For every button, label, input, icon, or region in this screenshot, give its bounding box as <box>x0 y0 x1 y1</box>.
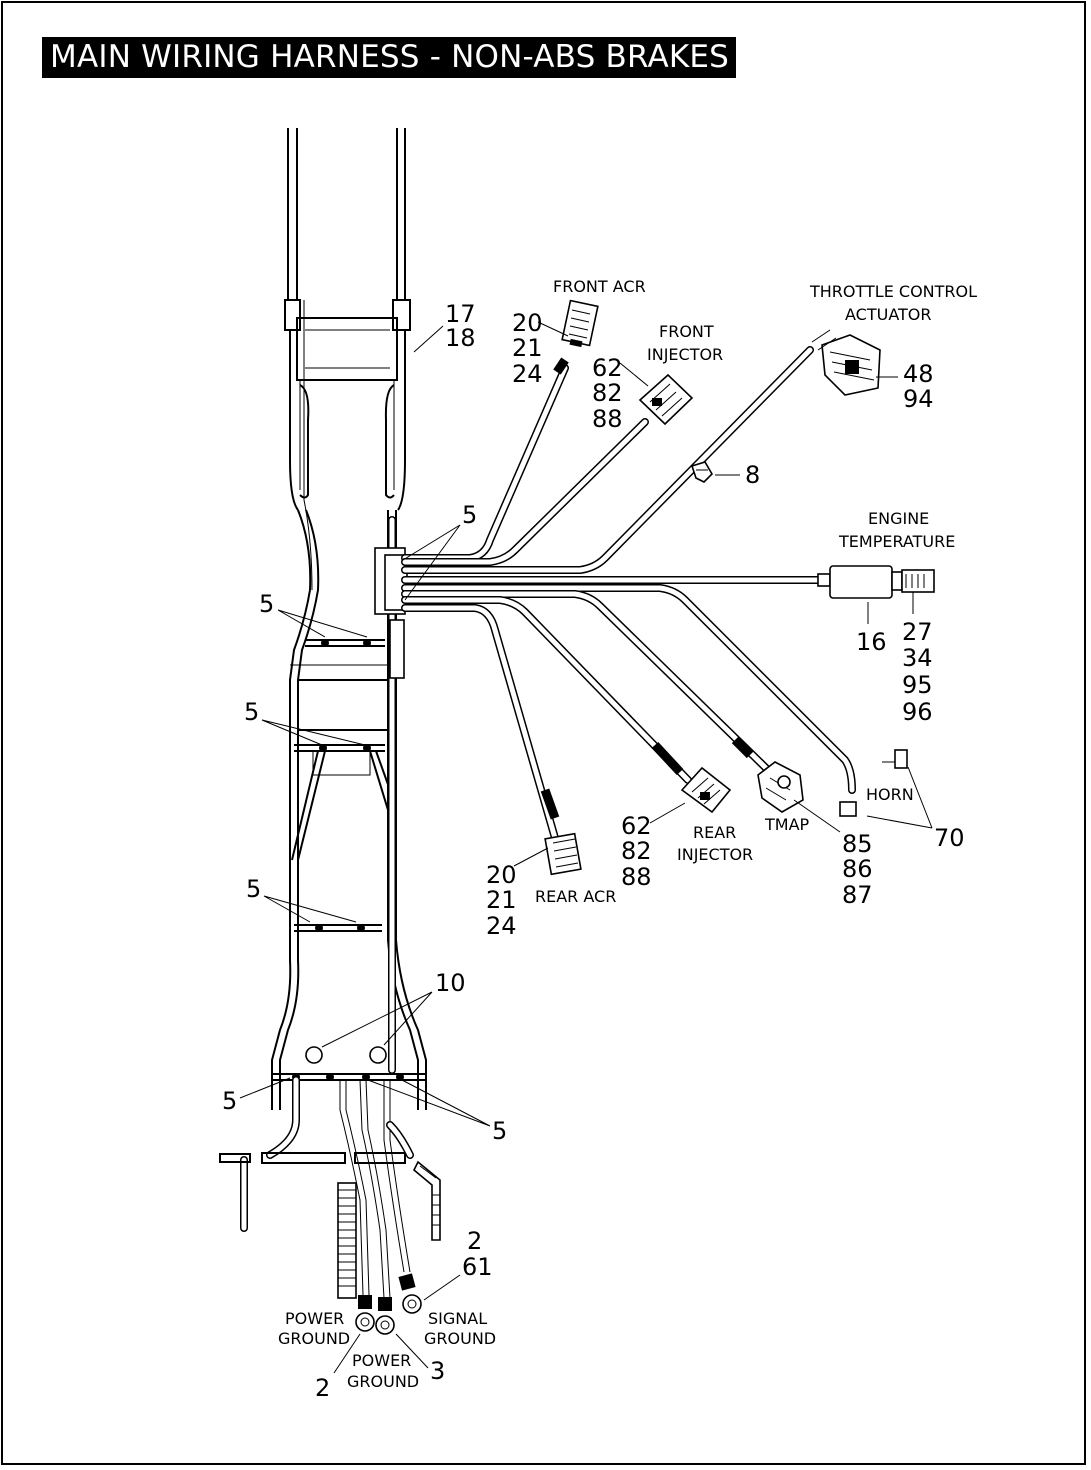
label-power-ground-left-line1: POWER <box>285 1309 344 1328</box>
rear-acr-connector-icon <box>544 832 582 876</box>
clip-fastener-icon <box>690 461 714 483</box>
callout-5-c: 5 <box>246 875 261 903</box>
callout-rear-acr-20: 20 <box>486 861 517 889</box>
callout-engine-temp-34: 34 <box>902 644 933 672</box>
callout-rear-injector-62: 62 <box>621 812 652 840</box>
label-power-ground-mid-line2: GROUND <box>347 1372 419 1391</box>
label-throttle-line1: THROTTLE CONTROL <box>809 282 977 301</box>
callout-front-acr-20: 20 <box>512 309 543 337</box>
callout-front-acr-24: 24 <box>512 360 543 388</box>
callout-rear-injector-82: 82 <box>621 837 652 865</box>
label-front-acr: FRONT ACR <box>553 277 646 296</box>
callout-tmap-86: 86 <box>842 855 873 883</box>
callout-rear-injector-88: 88 <box>621 863 652 891</box>
label-rear-injector-line2: INJECTOR <box>677 845 753 864</box>
label-throttle-line2: ACTUATOR <box>845 305 932 324</box>
callout-5-bottom-left: 5 <box>222 1087 237 1115</box>
label-power-ground-mid-line1: POWER <box>352 1351 411 1370</box>
callout-front-acr-21: 21 <box>512 334 543 362</box>
callout-front-injector-82: 82 <box>592 379 623 407</box>
label-front-injector-line2: INJECTOR <box>647 345 723 364</box>
component-labels: FRONT ACR FRONT INJECTOR THROTTLE CONTRO… <box>278 277 977 1391</box>
label-engine-temp-line1: ENGINE <box>868 509 929 528</box>
callout-5-bottom-right: 5 <box>492 1117 507 1145</box>
motorcycle-frame <box>271 128 427 1110</box>
callout-tmap-85: 85 <box>842 830 873 858</box>
callout-rear-acr-24: 24 <box>486 912 517 940</box>
callout-front-injector-62: 62 <box>592 354 623 382</box>
label-engine-temp-line2: TEMPERATURE <box>838 532 955 551</box>
callout-rear-acr-21: 21 <box>486 886 517 914</box>
callout-17: 17 <box>445 300 476 328</box>
callout-power-ground-3: 3 <box>430 1357 445 1385</box>
label-rear-injector-line1: REAR <box>693 823 736 842</box>
front-acr-connector-icon <box>561 299 599 348</box>
callout-5-top: 5 <box>462 501 477 529</box>
callout-5-a: 5 <box>259 590 274 618</box>
callout-70: 70 <box>934 824 965 852</box>
leader-lines <box>239 321 933 1374</box>
callout-power-ground-2: 2 <box>315 1374 330 1402</box>
label-tmap: TMAP <box>764 815 810 834</box>
label-signal-ground-line1: SIGNAL <box>428 1309 487 1328</box>
rear-injector-connector-icon <box>680 766 732 814</box>
callout-tmap-87: 87 <box>842 881 873 909</box>
label-power-ground-left-line2: GROUND <box>278 1329 350 1348</box>
callout-5-b: 5 <box>244 698 259 726</box>
callout-engine-temp-27: 27 <box>902 618 933 646</box>
engine-temperature-sensor-icon <box>817 565 935 599</box>
callout-engine-temp-96: 96 <box>902 698 933 726</box>
callout-8: 8 <box>745 461 760 489</box>
page-title: MAIN WIRING HARNESS - NON-ABS BRAKES <box>50 39 730 75</box>
callout-16: 16 <box>856 628 887 656</box>
callout-throttle-94: 94 <box>903 385 934 413</box>
front-injector-connector-icon <box>638 373 694 426</box>
harness-branches <box>401 346 856 842</box>
callout-10: 10 <box>435 969 466 997</box>
tmap-sensor-icon <box>757 761 804 813</box>
label-rear-acr: REAR ACR <box>535 887 616 906</box>
horn-terminal-icon <box>839 749 908 817</box>
ground-leads <box>219 1076 441 1335</box>
callout-front-injector-88: 88 <box>592 405 623 433</box>
callout-throttle-48: 48 <box>903 360 934 388</box>
label-front-injector-line1: FRONT <box>659 322 714 341</box>
callout-engine-temp-95: 95 <box>902 671 933 699</box>
label-horn: HORN <box>866 785 914 804</box>
callout-signal-ground-2: 2 <box>467 1227 482 1255</box>
callout-18: 18 <box>445 324 476 352</box>
throttle-actuator-connector-icon <box>811 329 881 396</box>
callout-numbers: 17 18 20 21 24 62 82 88 48 94 8 5 5 5 5 … <box>222 300 965 1402</box>
callout-signal-ground-61: 61 <box>462 1253 493 1281</box>
title-bar: MAIN WIRING HARNESS - NON-ABS BRAKES <box>42 37 736 78</box>
label-signal-ground-line2: GROUND <box>424 1329 496 1348</box>
